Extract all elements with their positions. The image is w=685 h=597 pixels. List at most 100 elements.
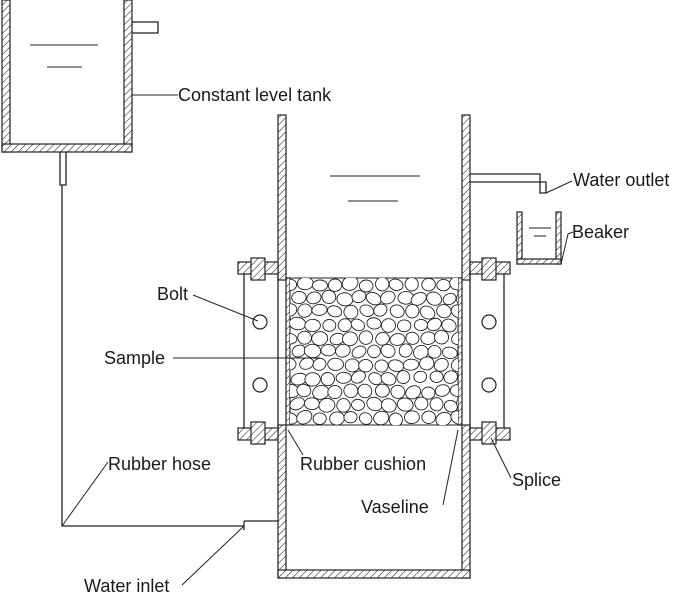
pebble bbox=[341, 278, 359, 291]
pebble bbox=[350, 370, 366, 384]
bolt-nut bbox=[481, 257, 497, 281]
pebble bbox=[312, 357, 327, 371]
pebble bbox=[450, 410, 458, 425]
beaker-left-wall bbox=[516, 211, 523, 265]
pebble bbox=[443, 399, 458, 413]
bolt-nut bbox=[481, 421, 497, 445]
pebble bbox=[429, 370, 444, 383]
pebble bbox=[443, 370, 458, 384]
column-lower-right-wall bbox=[461, 424, 471, 579]
tank-bottom-wall bbox=[1, 143, 133, 153]
bolt-hole bbox=[481, 314, 497, 330]
pebble bbox=[405, 385, 422, 400]
pebble bbox=[414, 396, 429, 411]
column-bottom-wall bbox=[277, 569, 471, 579]
pebble bbox=[381, 318, 396, 333]
pebble bbox=[373, 410, 390, 425]
pebble bbox=[312, 412, 327, 425]
pebble bbox=[322, 319, 337, 332]
pebble bbox=[426, 291, 443, 306]
pebble bbox=[290, 332, 298, 345]
pebble bbox=[296, 409, 313, 425]
label-splice: Splice bbox=[512, 470, 561, 490]
right-splice-plate bbox=[469, 269, 505, 434]
pebble bbox=[421, 278, 436, 292]
label-rubber-cushion: Rubber cushion bbox=[300, 454, 426, 474]
pebble bbox=[450, 357, 458, 372]
pebble bbox=[413, 318, 429, 332]
pebble bbox=[433, 358, 449, 372]
pebble bbox=[297, 303, 313, 318]
pebble bbox=[426, 317, 442, 332]
pebble bbox=[304, 318, 321, 333]
pebble bbox=[311, 303, 328, 316]
pebble bbox=[396, 397, 414, 412]
pebble bbox=[388, 412, 403, 425]
pebble bbox=[351, 290, 367, 304]
pebble bbox=[410, 292, 427, 306]
pebble bbox=[442, 292, 457, 306]
pebble bbox=[343, 383, 359, 399]
pebble bbox=[374, 383, 390, 398]
pebble bbox=[421, 410, 436, 424]
pebble bbox=[306, 291, 322, 305]
pebble bbox=[375, 278, 390, 292]
pebble bbox=[419, 305, 436, 320]
bolt-hole bbox=[481, 377, 497, 393]
label-water-inlet: Water inlet bbox=[84, 576, 169, 596]
pebble bbox=[389, 333, 406, 346]
label-vaseline: Vaseline bbox=[361, 497, 429, 517]
bolt-hole bbox=[252, 377, 268, 393]
pebble bbox=[433, 329, 450, 345]
pebble bbox=[396, 370, 411, 385]
permeameter-column bbox=[277, 114, 471, 579]
pebble bbox=[380, 290, 396, 305]
label-sample: Sample bbox=[104, 348, 165, 368]
pebble bbox=[405, 303, 420, 319]
pebble bbox=[365, 291, 382, 306]
tank-outlet-pipe bbox=[59, 152, 67, 186]
pebble bbox=[373, 303, 388, 317]
pebble bbox=[456, 396, 458, 411]
pebble bbox=[380, 343, 396, 358]
rubber-cushion-left bbox=[285, 277, 291, 426]
pebble bbox=[403, 410, 420, 425]
left-splice-plate bbox=[243, 269, 279, 434]
label-water-outlet: Water outlet bbox=[573, 170, 669, 190]
pebble bbox=[455, 290, 458, 306]
pebble bbox=[380, 398, 397, 413]
tank-left-wall bbox=[1, 0, 11, 153]
column-lower-left-wall bbox=[277, 424, 287, 579]
pebble bbox=[343, 304, 359, 320]
pebble bbox=[342, 331, 358, 347]
flange-bolts bbox=[237, 257, 511, 445]
pebble bbox=[327, 385, 343, 400]
pebble bbox=[336, 398, 351, 413]
pebble bbox=[368, 372, 383, 386]
pebble bbox=[311, 331, 329, 346]
pebble bbox=[402, 358, 420, 371]
pebble bbox=[451, 331, 458, 345]
column-upper-right-wall bbox=[461, 114, 471, 281]
pebble bbox=[351, 398, 365, 411]
water-outlet-pipe bbox=[470, 173, 547, 194]
pebble bbox=[320, 372, 335, 387]
pebble bbox=[351, 345, 367, 359]
pebble bbox=[327, 305, 343, 318]
pebble bbox=[296, 383, 312, 398]
column-upper-left-wall bbox=[277, 114, 287, 281]
pebble bbox=[380, 372, 397, 386]
pebble bbox=[413, 370, 428, 383]
label-rubber-hose: Rubber hose bbox=[108, 454, 211, 474]
pebble bbox=[449, 384, 458, 397]
pebble bbox=[388, 278, 404, 291]
pebble bbox=[436, 278, 451, 292]
pebble bbox=[327, 278, 343, 292]
pebble bbox=[434, 384, 450, 397]
pebble bbox=[367, 344, 381, 359]
pebble bbox=[335, 371, 352, 384]
pebble bbox=[303, 397, 320, 411]
pebble bbox=[427, 344, 442, 359]
beaker-right-wall bbox=[555, 211, 562, 265]
